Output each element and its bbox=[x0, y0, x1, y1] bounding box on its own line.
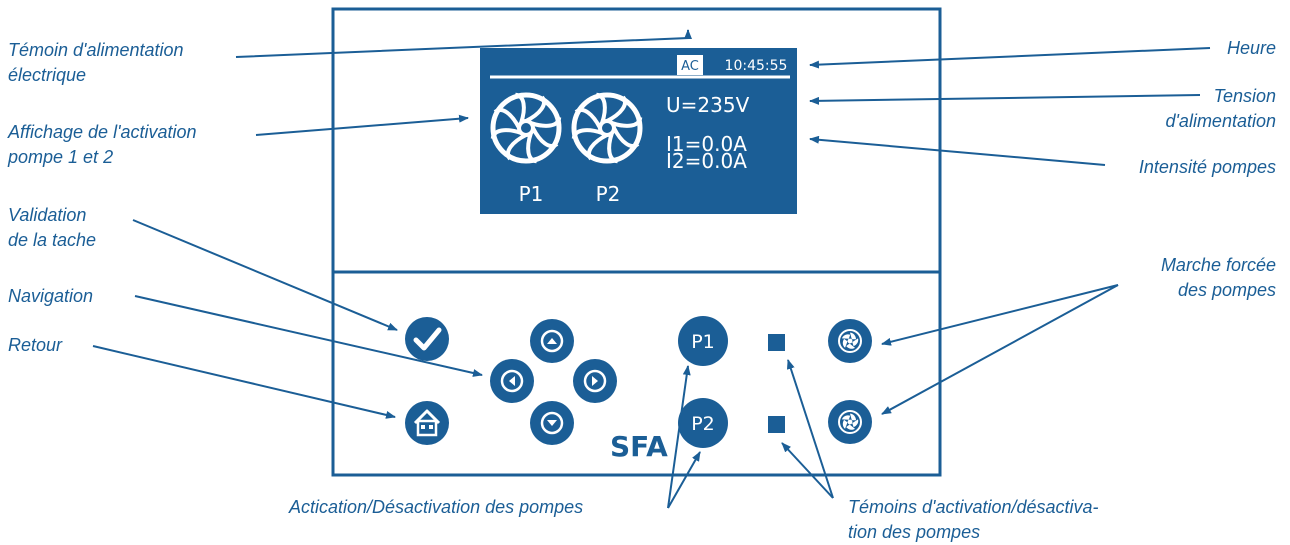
nav-down-button[interactable] bbox=[530, 401, 574, 445]
arrow-pump-display bbox=[255, 114, 469, 136]
callout-navigation: Navigation bbox=[8, 286, 94, 306]
callout-current: Intensité pompes bbox=[1138, 157, 1276, 177]
p1-button-label: P1 bbox=[691, 331, 715, 353]
callout-back: Retour bbox=[8, 335, 63, 355]
callout-validation: Validation de la tache bbox=[8, 205, 97, 250]
arrow-current bbox=[809, 135, 1106, 166]
p1-button[interactable]: P1 bbox=[678, 316, 728, 366]
arrow-status-led-1 bbox=[786, 359, 834, 499]
lcd-clock: 10:45:55 bbox=[725, 58, 788, 74]
lcd-current-p2: I2=0.0A bbox=[666, 149, 747, 173]
home-icon bbox=[413, 409, 441, 437]
callout-power-indicator: Témoin d'alimentation électrique bbox=[8, 40, 184, 85]
lcd-pump2-label: P2 bbox=[596, 182, 621, 206]
lcd-screen: AC 10:45:55 P1 P2 U=235V I1=0.0A I2=0.0A bbox=[480, 48, 797, 214]
arrow-down-icon bbox=[547, 420, 557, 426]
lcd-current-p1: I1=0.0A bbox=[666, 132, 747, 156]
panel-frame bbox=[331, 7, 942, 477]
arrow-voltage bbox=[809, 94, 1201, 105]
callout-time: Heure bbox=[1226, 38, 1276, 58]
arrow-validation bbox=[132, 219, 398, 331]
arrow-time bbox=[809, 47, 1211, 69]
nav-left-button[interactable] bbox=[490, 359, 534, 403]
leader-arrows bbox=[92, 29, 1211, 509]
pump1-status-led bbox=[768, 334, 785, 351]
arrow-status-led-2 bbox=[781, 442, 834, 499]
check-icon bbox=[413, 327, 442, 351]
p2-button-label: P2 bbox=[691, 413, 715, 435]
home-button[interactable] bbox=[405, 401, 449, 445]
lcd-pump1-label: P1 bbox=[519, 182, 544, 206]
pump1-forced-run-button[interactable] bbox=[828, 319, 872, 363]
callout-forced-run: Marche forcée des pompes bbox=[1160, 255, 1276, 300]
arrow-power-indicator bbox=[235, 29, 692, 58]
arrow-right-icon bbox=[592, 376, 598, 386]
callout-voltage: Tension d'alimentation bbox=[1165, 86, 1276, 131]
arrow-forced-run-1 bbox=[881, 284, 1119, 346]
lcd-voltage: U=235V bbox=[666, 93, 750, 117]
callout-pump-activation: Actication/Désactivation des pompes bbox=[289, 497, 584, 517]
pump2-forced-run-button[interactable] bbox=[828, 400, 872, 444]
arrow-up-icon bbox=[547, 338, 557, 344]
power-badge bbox=[677, 55, 703, 75]
callout-status-leds: Témoins d'activation/désactiva- tion des… bbox=[848, 497, 1099, 542]
arrow-pump-activation-2 bbox=[667, 451, 701, 509]
arrow-left-icon bbox=[509, 376, 515, 386]
arrow-navigation bbox=[134, 295, 483, 377]
arrow-pump-activation-1 bbox=[667, 365, 691, 509]
validate-button[interactable] bbox=[405, 317, 449, 361]
callout-pump-display: Affichage de l'activation pompe 1 et 2 bbox=[8, 122, 197, 167]
nav-up-button[interactable] bbox=[530, 319, 574, 363]
power-badge-text: AC bbox=[681, 59, 699, 74]
nav-right-button[interactable] bbox=[573, 359, 617, 403]
brand-logo: SFA bbox=[610, 430, 668, 463]
pump2-status-led bbox=[768, 416, 785, 433]
arrow-back bbox=[92, 345, 396, 419]
p2-button[interactable]: P2 bbox=[678, 398, 728, 448]
arrow-forced-run-2 bbox=[881, 284, 1119, 415]
